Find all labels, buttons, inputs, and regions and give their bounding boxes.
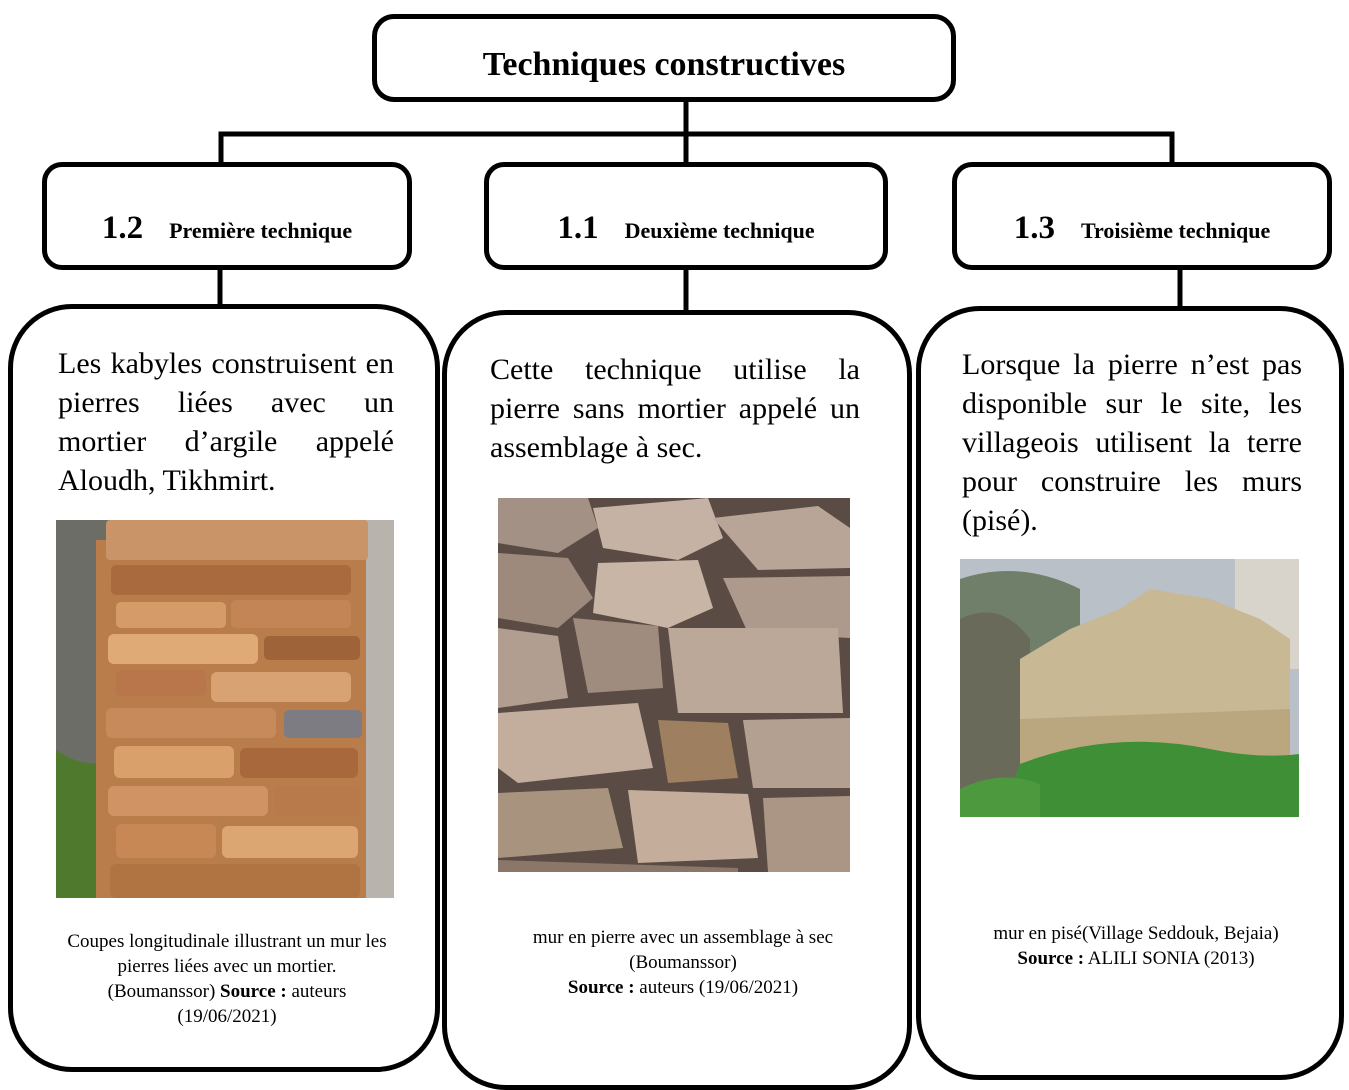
rammed-earth-wall-photo [960, 559, 1299, 817]
source-label: Source : [1017, 948, 1085, 969]
technique-label: Deuxième technique [624, 218, 815, 243]
technique-number: 1.2 [101, 210, 144, 246]
technique-box-3: 1.3 Troisième technique [952, 162, 1332, 270]
source-text: auteurs (19/06/2021) [639, 977, 799, 998]
bonded-stone-wall-photo [56, 520, 394, 898]
source-label: Source : [220, 981, 287, 1002]
source-text: ALILI SONIA (2013) [1087, 948, 1255, 969]
technique-number: 1.1 [557, 210, 599, 246]
technique-label: Première technique [169, 218, 353, 243]
caption-text: mur en pisé(Village Seddouk, Bejaia) [993, 923, 1279, 944]
source-text: auteurs (19/06/2021) [177, 981, 347, 1027]
source-label: Source : [567, 977, 635, 998]
technique-label: Troisième technique [1081, 218, 1271, 243]
technique-description: Cette technique utilise la pierre sans m… [490, 353, 860, 464]
dry-stone-wall-photo [498, 498, 850, 872]
technique-box-2: 1.1 Deuxième technique [484, 162, 888, 270]
photo-caption-3: mur en pisé(Village Seddouk, Bejaia) Sou… [960, 921, 1312, 971]
photo-caption-1: Coupes longitudinale illustrant un mur l… [62, 929, 392, 1029]
technique-description: Les kabyles construisent en pierres liée… [58, 347, 394, 497]
technique-description: Lorsque la pierre n’est pas disponible s… [962, 348, 1302, 537]
diagram-title: Techniques constructives [482, 46, 846, 83]
photo-caption-2: mur en pierre avec un assemblage à sec (… [508, 925, 858, 1000]
technique-number: 1.3 [1013, 210, 1055, 246]
technique-box-1: 1.2 Première technique [42, 162, 412, 270]
caption-text: Coupes longitudinale illustrant un mur l… [67, 931, 387, 1002]
caption-text: mur en pierre avec un assemblage à sec (… [532, 927, 834, 973]
title-box: Techniques constructives [372, 14, 956, 102]
